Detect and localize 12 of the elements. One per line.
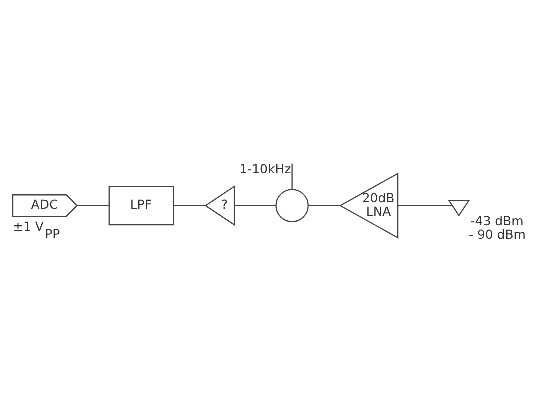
- edge-label: 1-10kHz: [240, 161, 292, 176]
- connector: [308, 205, 340, 206]
- node-box: LPF: [108, 186, 174, 226]
- node-antenna: [448, 200, 470, 217]
- connector: [292, 164, 293, 190]
- node-label: - 90 dBm: [468, 227, 526, 242]
- node-circle: [276, 189, 309, 222]
- connector: [234, 205, 276, 206]
- connector: [78, 205, 110, 206]
- node-label: -43 dBm: [470, 214, 524, 229]
- connector: [174, 205, 206, 206]
- connector: [398, 205, 452, 206]
